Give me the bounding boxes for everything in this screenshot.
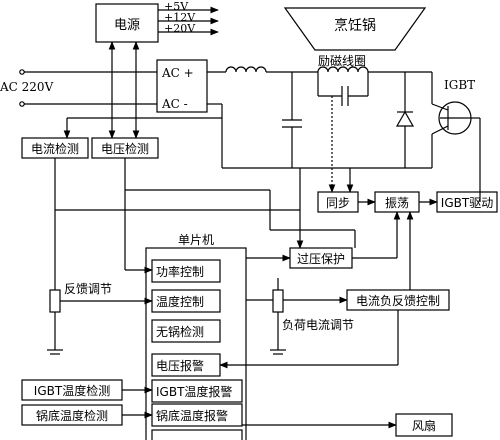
- fan-label: 风扇: [411, 418, 436, 433]
- voltage-detect-label: 电压检测: [100, 141, 149, 156]
- current-feedback-label: 电流负反馈控制: [355, 293, 440, 308]
- current-detect-label: 电流检测: [30, 141, 79, 156]
- sync-label: 同步: [325, 195, 350, 210]
- cooking-pot-label: 烹饪锅: [334, 18, 376, 34]
- mcu-box: [145, 247, 247, 440]
- igbt-temp-detect-label: IGBT温度检测: [33, 383, 111, 398]
- igbt-driver-label: IGBT驱动: [440, 195, 494, 210]
- mcu-function-no-pan: 无锅检测: [156, 324, 205, 339]
- mains-input-label: AC 220V: [0, 80, 54, 94]
- feedback-adjust-label: 反馈调节: [64, 282, 113, 296]
- damper-diode: [395, 110, 415, 127]
- igbt-label: IGBT: [444, 78, 476, 92]
- mcu-function-voltage-alarm: 电压报警: [156, 358, 205, 373]
- work-coil-label: 励磁线圈: [318, 54, 367, 68]
- oscillator-label: 振荡: [384, 195, 409, 210]
- overvoltage-protect-label: 过压保护: [296, 251, 345, 266]
- work-coil: [317, 66, 369, 73]
- mcu-function-power: 功率控制: [156, 264, 205, 279]
- output-20v-label: +20V: [164, 22, 196, 35]
- mcu-function-pan-temp-alarm: 锅底温度报警: [156, 408, 229, 423]
- load-current-adjust-label: 负荷电流调节: [282, 318, 355, 332]
- power-supply-box: [95, 3, 159, 43]
- pan-temp-detect-label: 锅底温度检测: [35, 408, 108, 423]
- ac-minus-label: AC -: [162, 97, 188, 111]
- choke-inductor: [225, 66, 267, 73]
- mcu-function-igbt-temp-alarm: IGBT温度报警: [156, 384, 233, 399]
- mcu-title: 单片机: [178, 233, 215, 247]
- rectifier-box: [156, 59, 208, 113]
- output-12v-label: +12V: [164, 11, 196, 24]
- mcu-function-temp: 温度控制: [156, 294, 205, 309]
- cooking-pot: [283, 7, 427, 51]
- power-supply-label: 电源: [113, 17, 140, 33]
- output-5v-label: +5V: [164, 0, 189, 13]
- ac-plus-label: AC +: [162, 66, 194, 80]
